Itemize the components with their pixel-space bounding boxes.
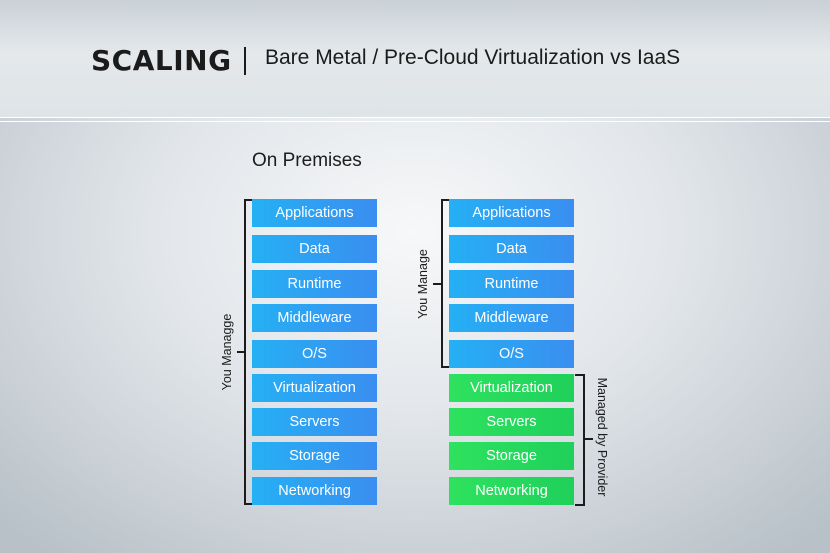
header-band bbox=[0, 0, 830, 117]
provider-bracket-top-tick bbox=[575, 374, 585, 376]
layer-data: Data bbox=[252, 235, 377, 263]
user-bracket-bottom-tick bbox=[441, 366, 449, 368]
user-bracket-vertical bbox=[441, 199, 443, 368]
provider-bracket-vertical bbox=[583, 374, 585, 506]
iaas-layer-runtime: Runtime bbox=[449, 270, 574, 298]
you-manage-label: You Manage bbox=[416, 249, 430, 319]
you-managge-label: You Managge bbox=[220, 313, 234, 391]
bracket-top-tick bbox=[244, 199, 252, 201]
layer-middleware: Middleware bbox=[252, 304, 377, 332]
layer-storage: Storage bbox=[252, 442, 377, 470]
bracket-bottom-tick bbox=[244, 503, 252, 505]
divider-line-top bbox=[0, 117, 830, 118]
bracket-vertical bbox=[244, 199, 246, 505]
iaas-layer-networking: Networking bbox=[449, 477, 574, 505]
user-bracket-top-tick bbox=[441, 199, 449, 201]
provider-bracket-bottom-tick bbox=[575, 504, 585, 506]
iaas-layer-virtualization: Virtualization bbox=[449, 374, 574, 402]
layer-networking: Networking bbox=[252, 477, 377, 505]
iaas-layer-data: Data bbox=[449, 235, 574, 263]
page-subtitle: Bare Metal / Pre-Cloud Virtualization vs… bbox=[265, 46, 681, 69]
layer-os: O/S bbox=[252, 340, 377, 368]
iaas-layer-os: O/S bbox=[449, 340, 574, 368]
iaas-layer-middleware: Middleware bbox=[449, 304, 574, 332]
managed-by-provider-label: Managed by Provider bbox=[595, 377, 609, 497]
bracket-center-tick bbox=[237, 351, 245, 353]
iaas-layer-servers: Servers bbox=[449, 408, 574, 436]
layer-runtime: Runtime bbox=[252, 270, 377, 298]
divider-line-bottom bbox=[0, 121, 830, 122]
on-premises-title: On Premises bbox=[252, 150, 362, 171]
iaas-layer-applications: Applications bbox=[449, 199, 574, 227]
iaas-layer-storage: Storage bbox=[449, 442, 574, 470]
layer-applications: Applications bbox=[252, 199, 377, 227]
provider-bracket-center-tick bbox=[585, 438, 593, 440]
title-separator bbox=[244, 47, 246, 75]
page-title: SCALING bbox=[91, 44, 232, 77]
layer-virtualization: Virtualization bbox=[252, 374, 377, 402]
user-bracket-center-tick bbox=[433, 283, 441, 285]
layer-servers: Servers bbox=[252, 408, 377, 436]
